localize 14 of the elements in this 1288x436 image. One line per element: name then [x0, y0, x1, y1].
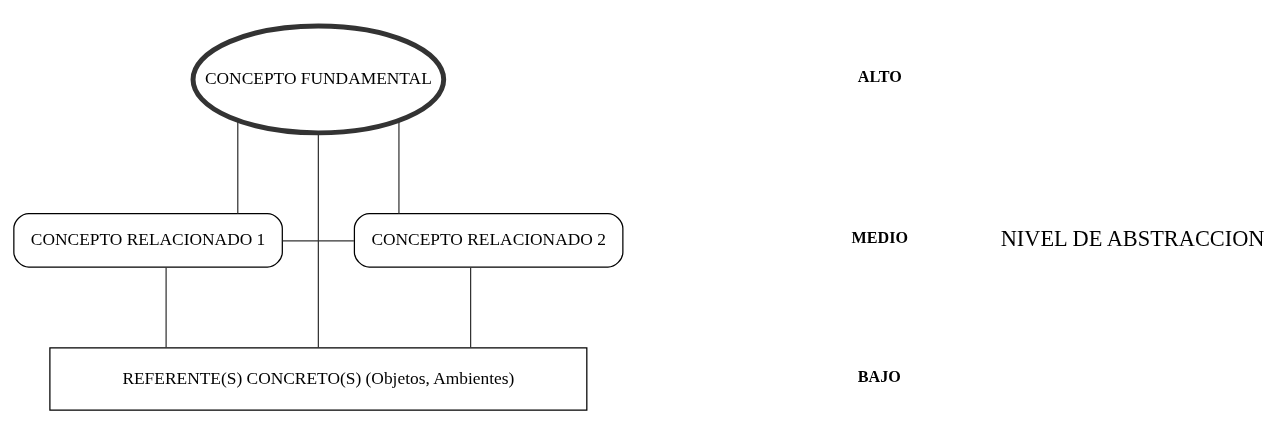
label: ALTO — [857, 68, 902, 86]
node-box: REFERENTE(S) CONCRETO(S) (Objetos, Ambientes) — [49, 347, 588, 411]
connector — [237, 119, 239, 215]
node-box: CONCEPTO RELACIONADO 1 — [13, 213, 283, 268]
connector — [317, 132, 319, 349]
connector — [165, 266, 167, 349]
label: MEDIO — [851, 229, 909, 247]
connector — [398, 119, 400, 215]
node-box: CONCEPTO RELACIONADO 2 — [353, 213, 624, 268]
connector — [282, 240, 355, 242]
label: BAJO — [857, 367, 901, 385]
connector — [470, 266, 472, 349]
label: NIVEL DE ABSTRACCION — [1000, 225, 1265, 251]
node-ellipse: CONCEPTO FUNDAMENTAL — [190, 23, 447, 136]
